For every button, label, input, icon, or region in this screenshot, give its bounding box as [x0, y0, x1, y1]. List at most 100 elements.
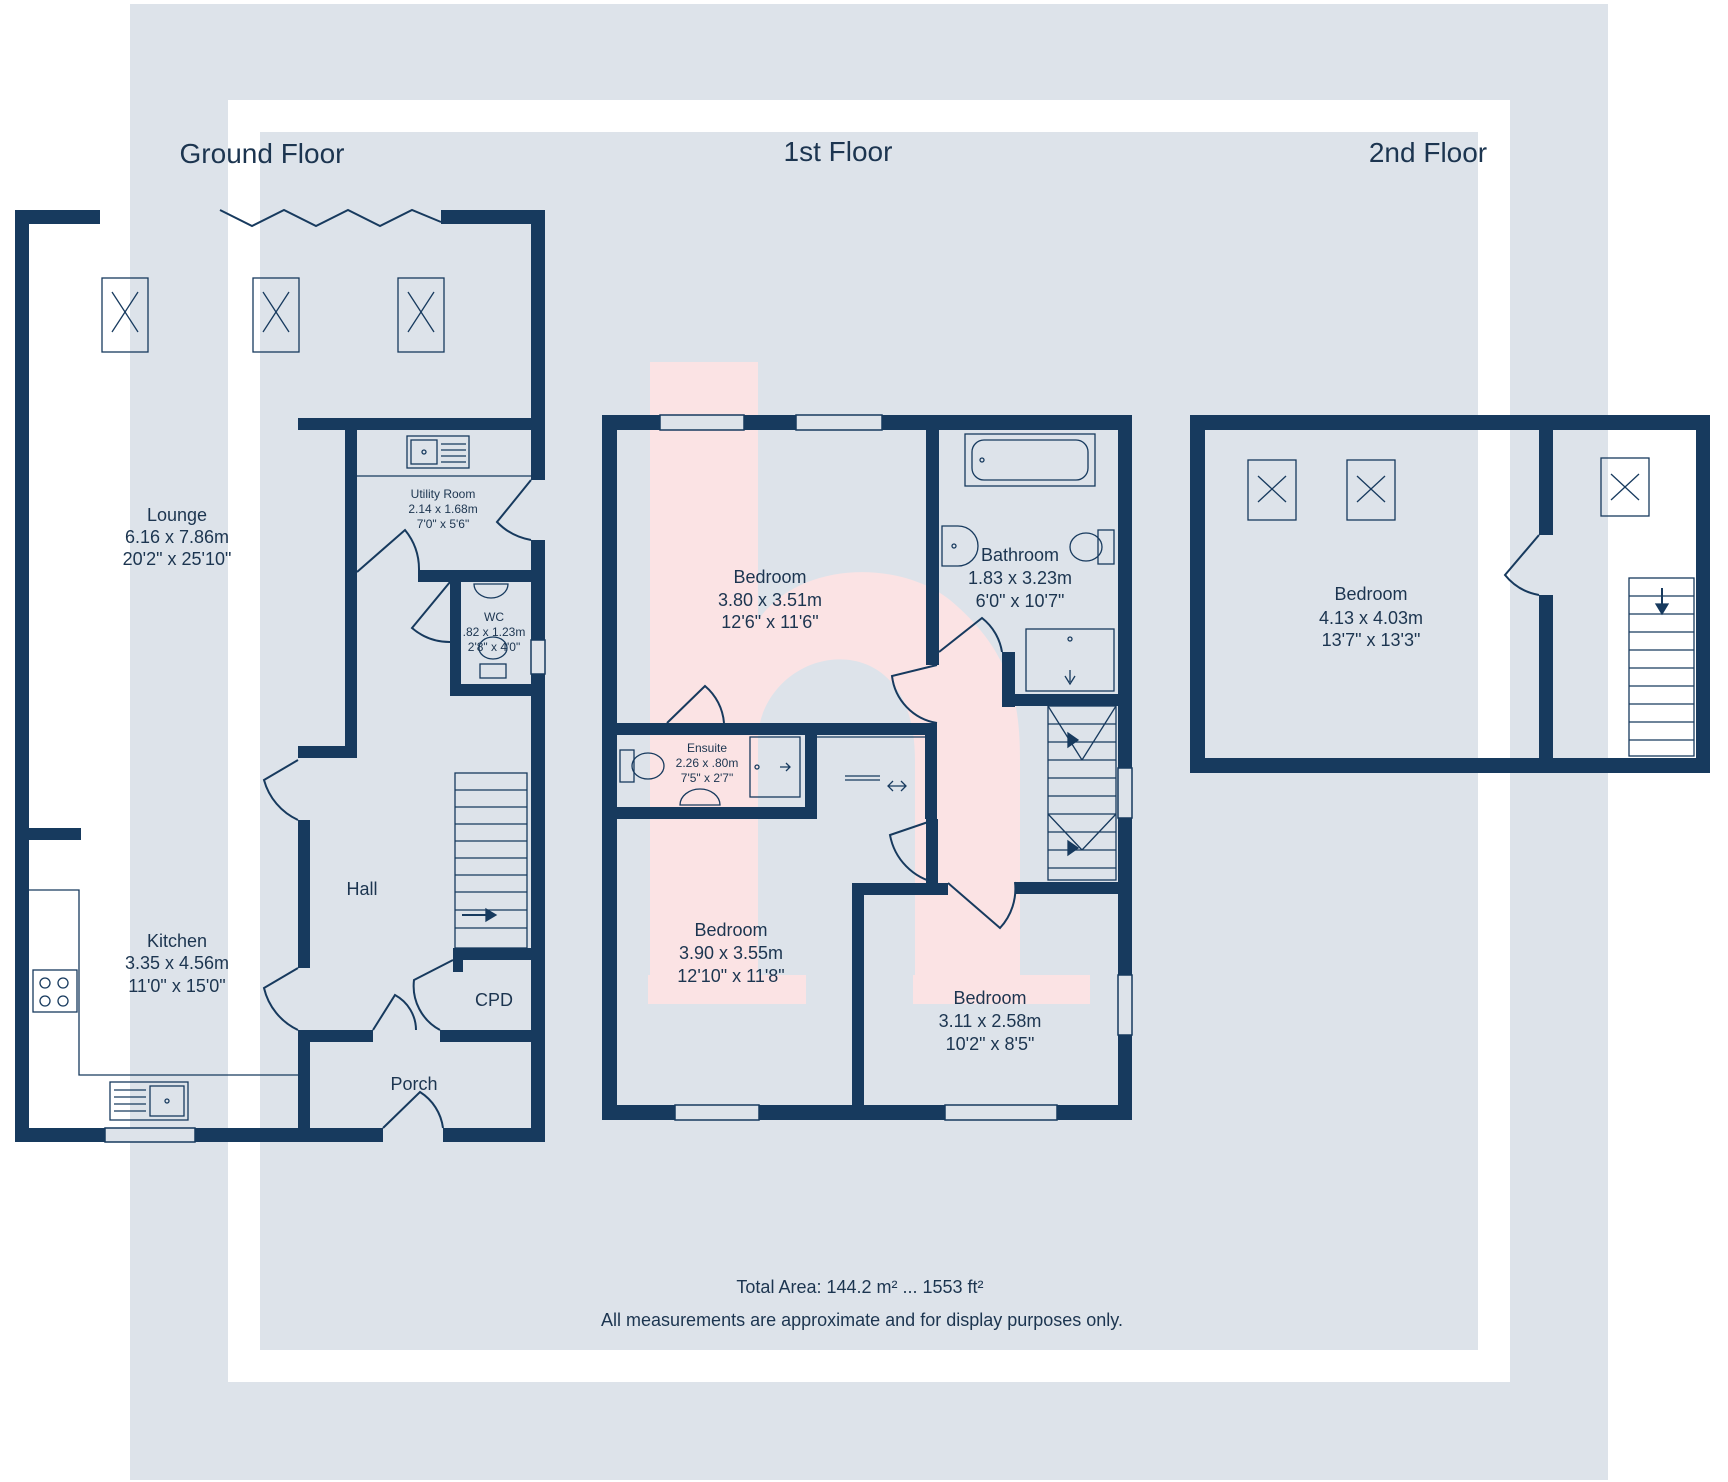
window	[530, 639, 546, 675]
toilet-icon	[478, 636, 508, 679]
total-area: Total Area: 144.2 m² ... 1553 ft²	[736, 1277, 983, 1297]
staircase-icon	[1047, 705, 1117, 881]
first-floor-title: 1st Floor	[784, 136, 893, 167]
svg-text:2.14 x 1.68m: 2.14 x 1.68m	[408, 502, 477, 516]
bathroom-label: Bathroom 1.83 x 3.23m 6'0" x 10'7"	[968, 545, 1072, 611]
window	[795, 414, 883, 431]
toilet-icon	[1069, 529, 1115, 565]
bedroom3-door	[947, 881, 1017, 930]
basin-icon	[473, 583, 509, 599]
utility-door	[356, 528, 421, 573]
ground-floor-plan	[15, 208, 546, 1143]
basin-icon	[679, 788, 721, 806]
window	[1117, 974, 1133, 1036]
disclaimer: All measurements are approximate and for…	[601, 1310, 1123, 1330]
svg-text:11'0" x 15'0": 11'0" x 15'0"	[128, 976, 225, 996]
window	[944, 1104, 1058, 1121]
first-floor-plan	[602, 414, 1133, 1121]
lounge-door	[262, 759, 299, 821]
utility-back-door	[495, 479, 532, 541]
svg-text:2.26 x .80m: 2.26 x .80m	[676, 756, 739, 770]
svg-text:3.35 x 4.56m: 3.35 x 4.56m	[125, 953, 229, 973]
bedroom2-label: Bedroom 3.90 x 3.55m 12'10" x 11'8"	[677, 920, 784, 986]
cpd-door	[412, 959, 454, 1031]
skylight-icon	[252, 277, 300, 353]
front-door	[382, 1090, 444, 1129]
sink-icon	[109, 1081, 189, 1121]
staircase-icon	[454, 772, 528, 949]
sliding-door-icon	[817, 736, 925, 792]
ground-floor-title: Ground Floor	[180, 138, 345, 169]
porch-label: Porch	[390, 1074, 437, 1094]
svg-text:Bedroom: Bedroom	[733, 567, 806, 587]
ensuite-label: Ensuite 2.26 x .80m 7'5" x 2'7"	[676, 741, 739, 785]
shower-icon	[1025, 628, 1115, 692]
svg-text:10'2" x 8'5": 10'2" x 8'5"	[946, 1034, 1035, 1054]
sink-icon	[357, 435, 531, 477]
bedroom4-label: Bedroom 4.13 x 4.03m 13'7" x 13'3"	[1319, 584, 1423, 650]
svg-text:WC: WC	[484, 610, 504, 624]
svg-text:4.13 x 4.03m: 4.13 x 4.03m	[1319, 608, 1423, 628]
bedroom4-door	[1503, 534, 1540, 596]
svg-text:7'0" x 5'6": 7'0" x 5'6"	[417, 517, 469, 531]
svg-text:Bathroom: Bathroom	[981, 545, 1059, 565]
window	[104, 1127, 196, 1143]
svg-text:Kitchen: Kitchen	[147, 931, 207, 951]
watermark-logo	[648, 362, 1090, 1004]
wc-label: WC .82 x 1.23m 2'8" x 4'0"	[463, 610, 526, 654]
bathroom-door	[938, 616, 1003, 653]
cpd-label: CPD	[475, 990, 513, 1010]
staircase-icon	[1628, 577, 1695, 757]
window	[674, 1104, 760, 1121]
bifold-door	[219, 208, 442, 228]
svg-text:13'7" x 13'3": 13'7" x 13'3"	[1322, 630, 1421, 650]
kitchen-label: Kitchen 3.35 x 4.56m 11'0" x 15'0"	[125, 931, 229, 996]
second-floor-plan	[1190, 415, 1710, 773]
svg-text:Bedroom: Bedroom	[694, 920, 767, 940]
svg-text:20'2" x 25'10": 20'2" x 25'10"	[123, 549, 232, 569]
skylight-icon	[397, 277, 445, 353]
kitchen-door	[262, 967, 299, 1031]
worktop	[29, 889, 298, 1076]
svg-text:Ensuite: Ensuite	[687, 741, 727, 755]
skylight-icon	[1346, 459, 1396, 521]
svg-text:12'6" x 11'6": 12'6" x 11'6"	[721, 612, 818, 632]
svg-text:3.80 x 3.51m: 3.80 x 3.51m	[718, 590, 822, 610]
basin-icon	[941, 525, 979, 567]
skylight-icon	[1600, 457, 1650, 517]
svg-text:7'5" x 2'7": 7'5" x 2'7"	[681, 771, 733, 785]
porch-inner-door	[372, 993, 417, 1031]
bedroom1-door	[890, 664, 938, 724]
utility-label: Utility Room 2.14 x 1.68m 7'0" x 5'6"	[408, 487, 477, 531]
bedroom3-label: Bedroom 3.11 x 2.58m 10'2" x 8'5"	[939, 988, 1042, 1054]
window	[1117, 767, 1133, 819]
window	[659, 414, 745, 431]
watermark-frame	[130, 4, 1608, 1480]
svg-text:6'0" x 10'7": 6'0" x 10'7"	[976, 591, 1065, 611]
toilet-icon	[619, 749, 665, 783]
svg-text:3.11 x 2.58m: 3.11 x 2.58m	[939, 1011, 1042, 1031]
skylight-icon	[1247, 459, 1297, 521]
shower-icon	[749, 736, 801, 798]
svg-text:1.83 x 3.23m: 1.83 x 3.23m	[968, 568, 1072, 588]
svg-text:12'10" x 11'8": 12'10" x 11'8"	[677, 966, 784, 986]
bath-icon	[964, 433, 1096, 487]
second-floor-title: 2nd Floor	[1369, 137, 1487, 168]
ensuite-door	[666, 684, 725, 724]
skylight-icon	[101, 277, 149, 353]
svg-text:.82 x 1.23m: .82 x 1.23m	[463, 625, 526, 639]
svg-text:Bedroom: Bedroom	[953, 988, 1026, 1008]
wc-door	[410, 581, 451, 644]
lounge-label: Lounge 6.16 x 7.86m 20'2" x 25'10"	[123, 505, 232, 569]
svg-text:3.90 x 3.55m: 3.90 x 3.55m	[679, 943, 783, 963]
hall-label: Hall	[346, 879, 377, 899]
bedroom2-door	[888, 818, 938, 884]
svg-text:Utility Room: Utility Room	[411, 487, 476, 501]
hob-icon	[32, 969, 78, 1013]
svg-text:2'8" x 4'0": 2'8" x 4'0"	[468, 640, 520, 654]
svg-text:Lounge: Lounge	[147, 505, 207, 525]
bedroom1-label: Bedroom 3.80 x 3.51m 12'6" x 11'6"	[718, 567, 822, 632]
svg-text:6.16 x 7.86m: 6.16 x 7.86m	[125, 527, 229, 547]
svg-text:Bedroom: Bedroom	[1334, 584, 1407, 604]
